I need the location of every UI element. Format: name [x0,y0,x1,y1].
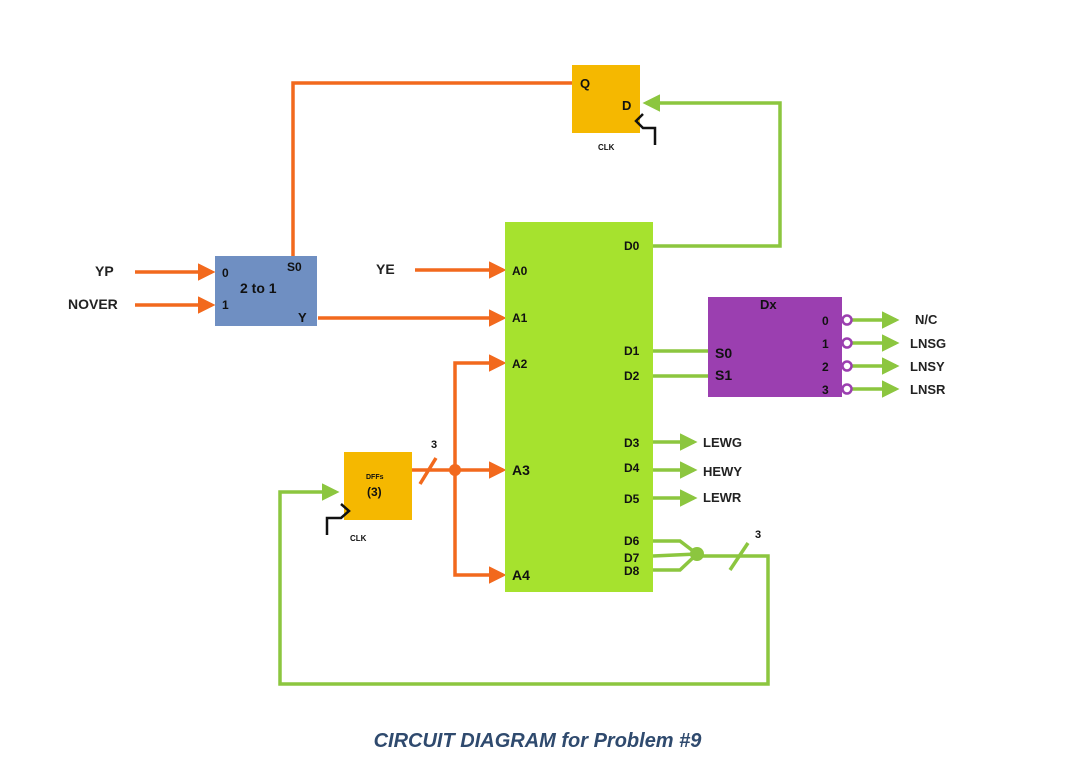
decoder-out-3: 3 [822,383,829,397]
junction-dot-green [690,547,704,561]
mux-in0-label: 0 [222,266,229,280]
mux-sel-label: S0 [287,260,302,274]
green-wires [278,94,900,686]
rom-d0: D0 [624,239,640,253]
wire-to-a2 [453,354,507,470]
diagram-caption: CIRCUIT DIAGRAM for Problem #9 [373,730,702,752]
rom-d3: D3 [624,436,640,450]
wire-q-to-s0 [291,81,572,258]
bubble-1 [841,337,853,349]
rom-d5: D5 [624,492,640,506]
state-dffs-title: DFFs [366,474,384,481]
bubble-2 [841,360,853,372]
decoder-block [708,297,842,397]
state-dffs-block [344,452,412,520]
wire-d0-to-d [642,94,782,248]
bubble-0 [841,314,853,326]
rom-d7: D7 [624,551,640,565]
output-label-lewg: LEWG [703,435,742,450]
decoder-label-nc: N/C [915,312,938,327]
decoder-out-1: 1 [822,337,829,351]
output-label-hewy: HEWY [703,464,742,479]
rom-d2: D2 [624,369,640,383]
rom-block [505,222,653,592]
state-dffs-clk: CLK [350,534,367,543]
rom-a0: A0 [512,264,528,278]
decoder-s0: S0 [715,345,732,361]
decoder-s1: S1 [715,367,732,383]
input-ye: YE [376,261,395,277]
output-label-lewr: LEWR [703,490,742,505]
wire-d7 [652,552,698,558]
rom-d8: D8 [624,564,640,578]
decoder-label-lnsg: LNSG [910,336,946,351]
top-dff-block [572,65,640,133]
rom-d6: D6 [624,534,640,548]
mux-title: 2 to 1 [240,280,277,296]
top-dff-clk-symbol [634,113,657,145]
input-yp: YP [95,263,114,279]
feedback-bus-width: 3 [755,529,761,541]
top-dff-q: Q [580,76,590,91]
wire-d6 [653,539,699,556]
decoder-label-lnsr: LNSR [910,382,946,397]
wire-d8 [653,552,699,572]
decoder-label-lnsy: LNSY [910,359,945,374]
bus-slash-left [418,457,438,485]
decoder-title: Dx [760,297,777,312]
input-nover: NOVER [68,296,118,312]
rom-d4: D4 [624,461,640,475]
rom-a2: A2 [512,357,528,371]
bubble-3 [841,383,853,395]
rom-a3: A3 [512,462,530,478]
rom-d1: D1 [624,344,640,358]
wire-to-a4 [453,470,507,584]
state-dffs-clk-symbol [325,503,351,535]
inversion-bubbles [841,314,853,395]
mux-out-label: Y [298,310,307,325]
dffs-bus-width: 3 [431,439,437,451]
junction-dot-orange [449,464,461,476]
decoder-out-2: 2 [822,360,829,374]
top-dff-clk: CLK [598,143,615,152]
wire-feedback-bus [278,483,770,686]
bus-slash-right [728,542,750,571]
decoder-out-0: 0 [822,314,829,328]
mux-in1-label: 1 [222,298,229,312]
mux-block [215,256,317,326]
top-dff-d: D [622,98,631,113]
rom-a4: A4 [512,567,530,583]
state-dffs-count: (3) [367,485,382,499]
rom-a1: A1 [512,311,528,325]
